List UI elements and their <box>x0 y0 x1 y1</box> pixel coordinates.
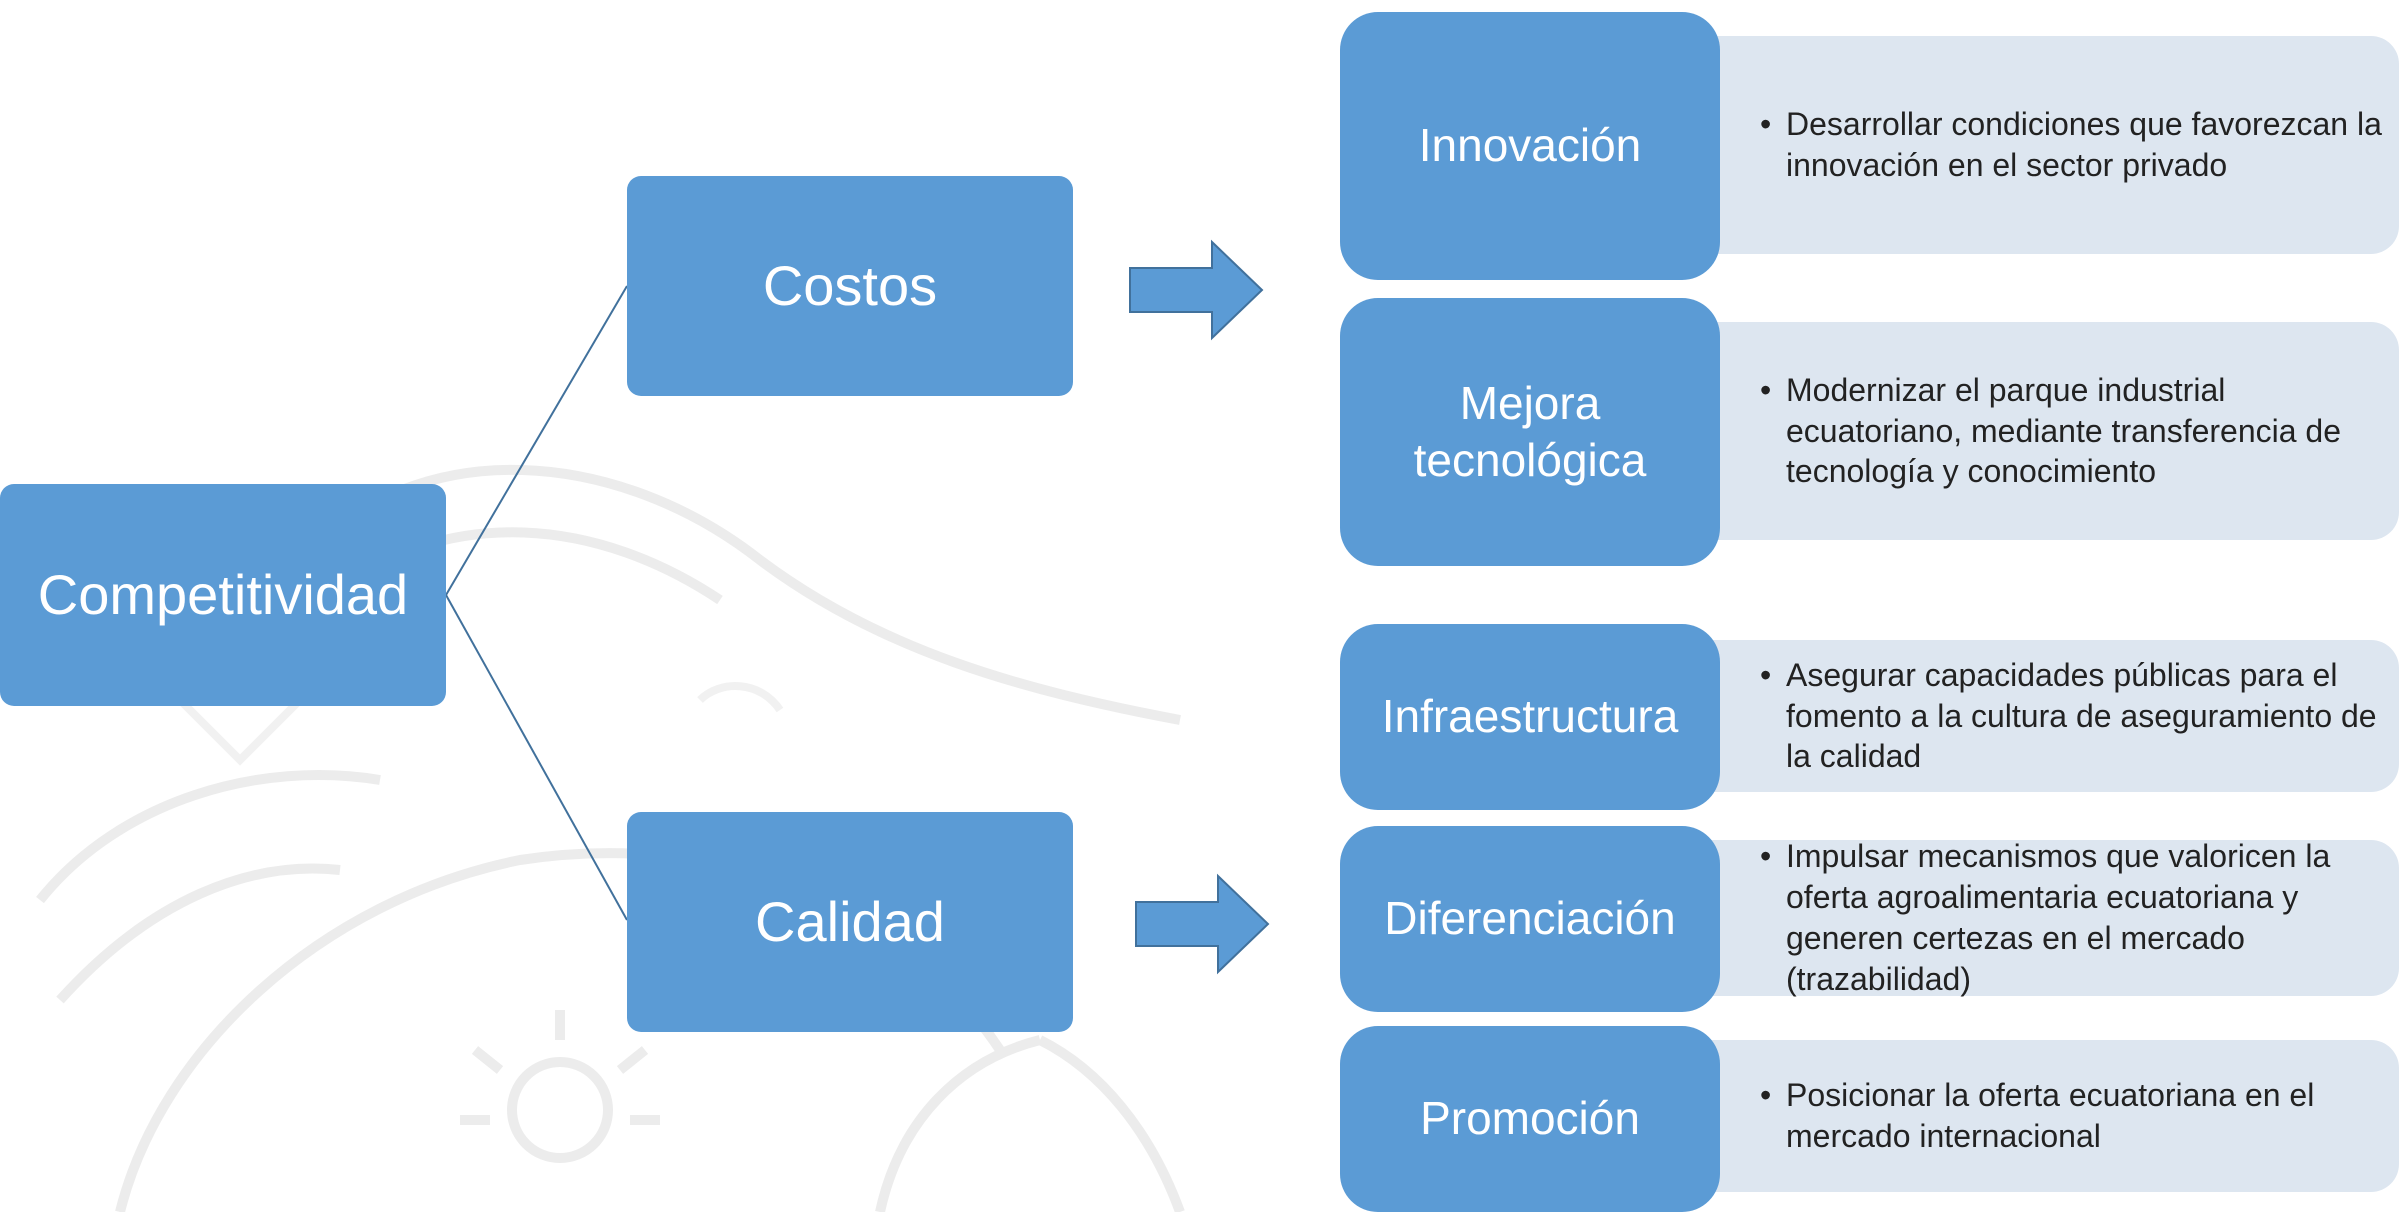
arrow-right-icon <box>1129 239 1264 341</box>
item-node-diferenciacion: Diferenciación <box>1340 826 1720 1012</box>
item-description-promocion: Posicionar la oferta ecuatoriana en el m… <box>1710 1040 2399 1192</box>
root-node: Competitividad <box>0 484 446 706</box>
branch-label: Calidad <box>755 890 945 953</box>
branch-node-costos: Costos <box>627 176 1073 396</box>
branch-node-calidad: Calidad <box>627 812 1073 1032</box>
item-description-text: Modernizar el parque industrial ecuatori… <box>1760 370 2385 493</box>
arrow-right-icon <box>1135 873 1270 975</box>
item-description-mejora-tecnologica: Modernizar el parque industrial ecuatori… <box>1710 322 2399 540</box>
item-node-infraestructura: Infraestructura <box>1340 624 1720 810</box>
root-label: Competitividad <box>37 563 409 626</box>
item-label: Promoción <box>1420 1092 1640 1145</box>
item-description-text: Desarrollar condiciones que favorezcan l… <box>1760 104 2385 186</box>
item-node-mejora-tecnologica: Mejora tecnológica <box>1340 298 1720 566</box>
item-node-promocion: Promoción <box>1340 1026 1720 1212</box>
item-label: Mejora tecnológica <box>1413 376 1647 487</box>
item-description-text: Asegurar capacidades públicas para el fo… <box>1760 655 2385 778</box>
item-description-text: Posicionar la oferta ecuatoriana en el m… <box>1760 1075 2385 1157</box>
connector-line-costos <box>445 285 628 596</box>
item-description-text: Impulsar mecanismos que valoricen la ofe… <box>1760 836 2385 1000</box>
connector-line-calidad <box>445 594 628 921</box>
item-description-infraestructura: Asegurar capacidades públicas para el fo… <box>1710 640 2399 792</box>
item-description-innovacion: Desarrollar condiciones que favorezcan l… <box>1710 36 2399 254</box>
item-description-diferenciacion: Impulsar mecanismos que valoricen la ofe… <box>1710 836 2399 997</box>
item-label: Infraestructura <box>1381 690 1679 743</box>
item-label: Diferenciación <box>1384 892 1676 945</box>
item-label: Innovación <box>1418 119 1642 172</box>
item-node-innovacion: Innovación <box>1340 12 1720 280</box>
branch-label: Costos <box>762 254 938 317</box>
